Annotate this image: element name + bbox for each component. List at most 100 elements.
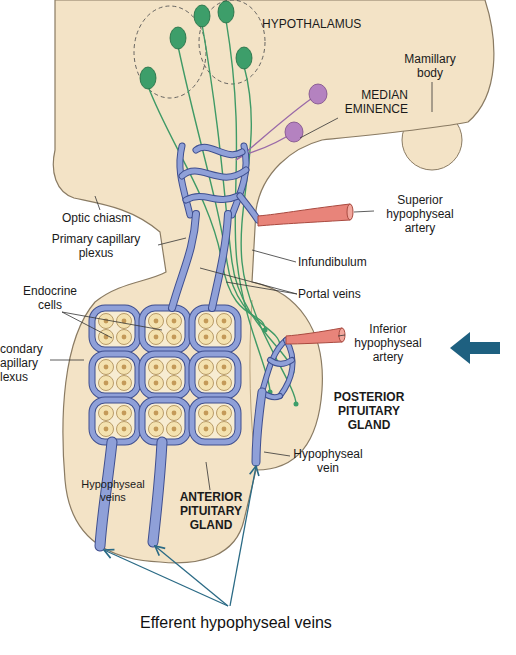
hypophyseal-vein [256,392,262,462]
neurons [134,0,327,407]
capillary-loop [192,354,238,396]
capillary-loop [192,308,238,350]
cell-nucleus [172,319,177,324]
endocrine-cell [117,376,132,391]
endocrine-cell [117,314,132,329]
leader-line [354,211,374,212]
leader-line [62,312,162,338]
endocrine-cell [199,360,214,375]
endocrine-cell [117,330,132,345]
part-label: Primary capillary plexus [34,232,158,260]
cell-nucleus [172,365,177,370]
part-label: HYPOTHALAMUS [262,17,361,31]
endocrine-cell [199,314,214,329]
axon [178,46,280,346]
neuron-body [170,27,186,49]
cell-nucleus [222,427,227,432]
cell-nucleus [172,335,177,340]
primary-plexus [196,147,242,154]
endocrine-cell [99,376,114,391]
endocrine-cell [99,360,114,375]
endocrine-cell [217,376,232,391]
capillary-loop [92,400,138,442]
efferent-arrow [155,546,228,606]
capillary-loop [192,354,238,396]
efferent-arrow [104,550,228,606]
endocrine-cell [167,330,182,345]
cell-nucleus [122,335,127,340]
leader-line [432,82,433,112]
neuron-body [285,122,303,142]
capillary-loop [92,308,138,350]
primary-plexus [240,196,258,220]
efferent-arrow [230,466,256,606]
part-label: Optic chiasm [62,211,131,225]
part-label: ANTERIOR PITUITARY GLAND [170,490,252,532]
cell-nucleus [204,381,209,386]
superior-artery [258,204,350,226]
cell-nucleus [222,319,227,324]
cell-nucleus [204,365,209,370]
endocrine-cell [217,406,232,421]
primary-plexus [196,147,242,154]
leader-line [95,196,100,210]
leader-line [158,238,186,245]
hypophyseal-vein [256,392,262,462]
endocrine-cell [99,406,114,421]
endocrine-cell [149,406,164,421]
primary-plexus [240,196,258,220]
cell-nucleus [104,411,109,416]
leader-line [338,335,345,336]
endocrine-cell [149,376,164,391]
capillary-loop [142,354,188,396]
cell-nucleus [222,335,227,340]
cell-nucleus [154,427,159,432]
primary-plexus [186,196,238,200]
endocrine-cell [217,422,232,437]
cell-nucleus [222,365,227,370]
artery-cut-end [347,204,353,220]
portal-vein [172,214,196,308]
cell-nucleus [122,427,127,432]
endocrine-cell [199,406,214,421]
axon [148,86,265,330]
endocrine-cell [99,422,114,437]
neuron-body [194,5,210,27]
part-label: Superior hypophyseal artery [374,193,466,235]
endocrine-cell [167,360,182,375]
cell-nucleus [122,411,127,416]
cell-nucleus [222,411,227,416]
cell-nucleus [204,335,209,340]
endocrine-cell [217,314,232,329]
endocrine-cell [117,422,132,437]
cell-nucleus [172,427,177,432]
neuron-body [140,67,156,89]
part-label: condary apillary lexus [0,342,52,384]
part-label: MEDIAN EMINENCE [316,88,408,116]
primary-plexus [180,146,190,215]
capillary-loop [92,354,138,396]
part-label: POSTERIOR PITUITARY GLAND [318,390,420,432]
posterior-capillary [280,340,293,396]
endocrine-cell [149,360,164,375]
part-label: Hypophyseal vein [288,447,368,475]
portal-vein [172,214,196,308]
part-label: Infundibulum [298,255,367,269]
endocrine-cell [117,360,132,375]
cell-nucleus [122,381,127,386]
posterior-capillary [270,360,292,364]
cell-nucleus [154,365,159,370]
primary-plexus [186,196,238,200]
endocrine-cell [199,330,214,345]
capillary-loop [92,354,138,396]
part-label: Inferior hypophyseal artery [346,322,430,364]
cell-nucleus [122,365,127,370]
endocrine-cell [167,422,182,437]
cell-nucleus [154,381,159,386]
cell-nucleus [172,411,177,416]
cell-nucleus [204,411,209,416]
neuron-body [218,1,234,23]
neuron-body [309,84,327,104]
cell-nucleus [222,381,227,386]
